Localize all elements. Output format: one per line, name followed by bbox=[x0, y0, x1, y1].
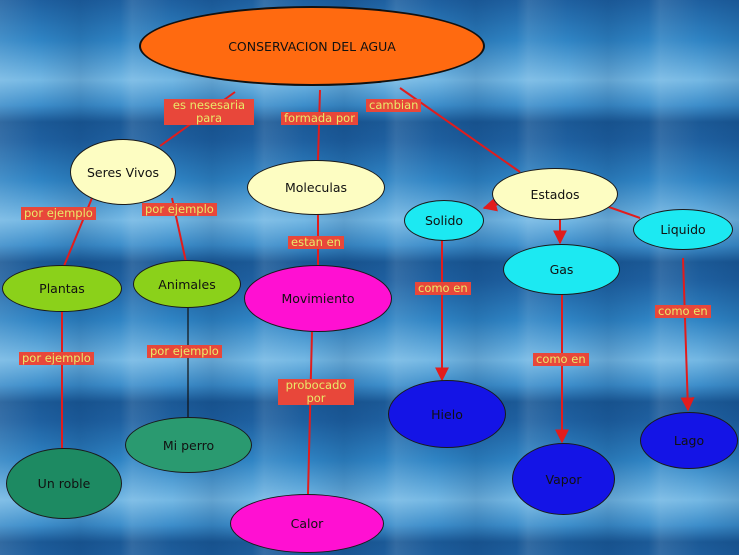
label-estan-en: estan en bbox=[288, 236, 344, 249]
line-estados-liquido bbox=[605, 205, 641, 219]
label-por-ejemplo-roble: por ejemplo bbox=[19, 352, 94, 365]
label-cambian: cambian bbox=[366, 99, 422, 112]
node-mi-perro: Mi perro bbox=[125, 417, 252, 473]
label-como-en-hielo: como en bbox=[415, 282, 471, 295]
title-node: CONSERVACION DEL AGUA bbox=[139, 6, 485, 86]
node-un-roble: Un roble bbox=[6, 448, 122, 519]
label-formada-por: formada por bbox=[281, 112, 358, 125]
line-movimiento-calor bbox=[307, 331, 313, 495]
node-estados: Estados bbox=[492, 168, 618, 220]
node-seres-vivos: Seres Vivos bbox=[70, 139, 176, 205]
node-solido: Solido bbox=[404, 200, 484, 241]
node-movimiento: Movimiento bbox=[244, 265, 392, 332]
node-calor: Calor bbox=[230, 494, 384, 553]
label-es-necesaria: es nesesaria para bbox=[164, 99, 254, 125]
label-como-en-vapor: como en bbox=[533, 353, 589, 366]
label-por-ejemplo-plantas: por ejemplo bbox=[21, 207, 96, 220]
label-provocado-por: probocado por bbox=[278, 379, 354, 405]
node-hielo: Hielo bbox=[388, 380, 506, 448]
node-animales: Animales bbox=[133, 260, 241, 308]
node-plantas: Plantas bbox=[2, 265, 122, 312]
node-gas: Gas bbox=[503, 244, 620, 295]
node-liquido: Liquido bbox=[633, 209, 733, 250]
node-vapor: Vapor bbox=[512, 443, 615, 515]
line-liquido-lago bbox=[680, 257, 695, 412]
line-title-moleculas bbox=[317, 89, 321, 161]
label-por-ejemplo-animales: por ejemplo bbox=[142, 203, 217, 216]
node-moleculas: Moleculas bbox=[247, 160, 385, 215]
label-como-en-lago: como en bbox=[655, 305, 711, 318]
node-lago: Lago bbox=[640, 412, 738, 469]
label-por-ejemplo-perro: por ejemplo bbox=[147, 345, 222, 358]
